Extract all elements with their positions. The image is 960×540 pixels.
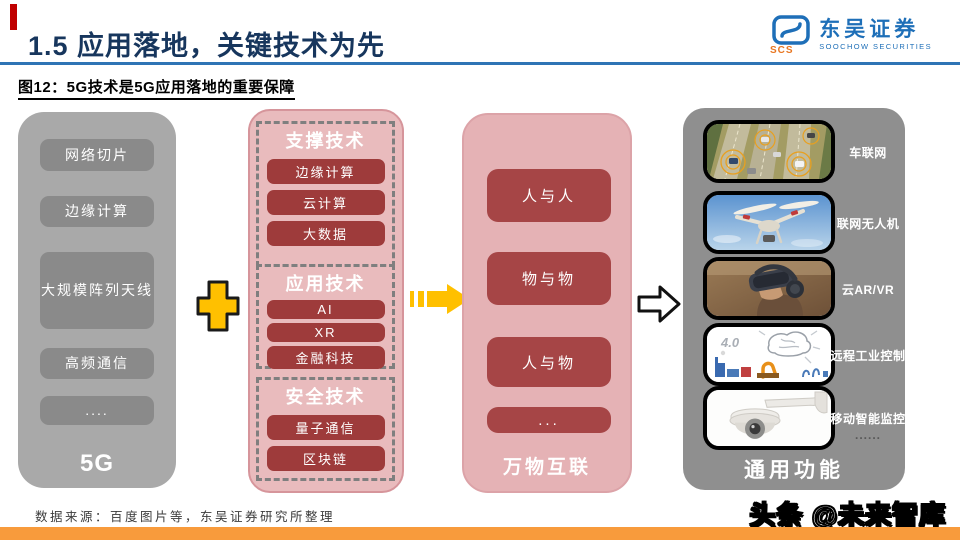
section-title: 安全技术 <box>285 387 366 407</box>
apps-more-ellipsis: ...... <box>854 428 881 442</box>
app-label: 车联网 <box>849 145 887 160</box>
bottom-accent-bar <box>0 527 960 540</box>
column-applications: 车联网 联网无人机 <box>683 108 905 490</box>
app-label: 云AR/VR <box>841 282 895 297</box>
logo-monogram: SCS <box>770 45 794 55</box>
section-title: 应用技术 <box>285 274 366 294</box>
connected-cars-image <box>703 120 835 183</box>
list-item: 金融科技 <box>266 346 385 369</box>
app-label: 远程工业控制 <box>830 348 906 363</box>
list-item: 人与物 <box>487 337 611 387</box>
list-item: 大规模阵列天线 <box>40 252 154 329</box>
list-item: 网络切片 <box>40 139 154 171</box>
list-item: 边缘计算 <box>266 159 385 184</box>
figure-caption: 图12：5G技术是5G应用落地的重要保障 <box>18 76 295 100</box>
list-item: ... <box>487 407 611 433</box>
list-item: 物与物 <box>487 252 611 305</box>
column-label-iot: 万物互联 <box>502 457 591 478</box>
list-item: AI <box>266 300 385 319</box>
list-item: 人与人 <box>487 169 611 222</box>
list-item: 量子通信 <box>266 415 385 440</box>
list-item: 边缘计算 <box>40 196 154 227</box>
plus-icon <box>196 280 240 332</box>
watermark: 头条 @未来智库 <box>749 499 946 531</box>
list-item: 大数据 <box>266 221 385 246</box>
list-item: 云计算 <box>266 190 385 215</box>
app-label: 联网无人机 <box>836 216 900 231</box>
data-source-note: 数据来源：百度图片等，东吴证券研究所整理 <box>35 510 336 524</box>
column-label-5g: 5G <box>79 450 114 477</box>
brand-logo: SCS 东吴证券 SOOCHOW SECURITIES <box>767 15 932 55</box>
soochow-logo-icon: SCS <box>770 15 811 55</box>
section-security-tech: 安全技术 量子通信 区块链 <box>256 377 395 481</box>
hollow-right-arrow-icon <box>637 285 681 323</box>
page-title: 1.5 应用落地，关键技术为先 <box>28 31 386 61</box>
dome-camera-image <box>703 386 835 450</box>
column-5g-technologies: 网络切片 边缘计算 大规模阵列天线 高频通信 .... 5G <box>18 112 176 488</box>
title-accent-bar <box>10 4 17 30</box>
list-item: .... <box>40 396 154 425</box>
brand-name-cn: 东吴证券 <box>819 18 920 42</box>
column-connections: 人与人 物与物 人与物 ... 万物互联 <box>462 113 632 493</box>
industry-4-0-image: 4.0 <box>703 323 835 386</box>
column-label-applications: 通用功能 <box>744 459 844 482</box>
section-title: 支撑技术 <box>285 131 366 151</box>
brand-name-en: SOOCHOW SECURITIES <box>819 42 932 52</box>
list-item: XR <box>266 323 385 342</box>
striped-right-arrow-icon <box>410 284 470 314</box>
section-application-tech: 应用技术 AI XR 金融科技 <box>256 264 395 369</box>
app-label: 移动智能监控 <box>830 411 906 426</box>
drone-image <box>703 191 835 254</box>
logo-text: 东吴证券 SOOCHOW SECURITIES <box>819 18 932 52</box>
list-item: 区块链 <box>266 446 385 471</box>
header-divider <box>0 62 960 65</box>
list-item: 高频通信 <box>40 348 154 379</box>
section-support-tech: 支撑技术 边缘计算 云计算 大数据 <box>256 121 395 267</box>
vr-headset-image <box>703 257 835 320</box>
industry-caption: 4.0 <box>720 335 740 350</box>
column-key-technologies: 支撑技术 边缘计算 云计算 大数据 应用技术 AI XR 金融科技 安全技术 量… <box>248 109 404 493</box>
